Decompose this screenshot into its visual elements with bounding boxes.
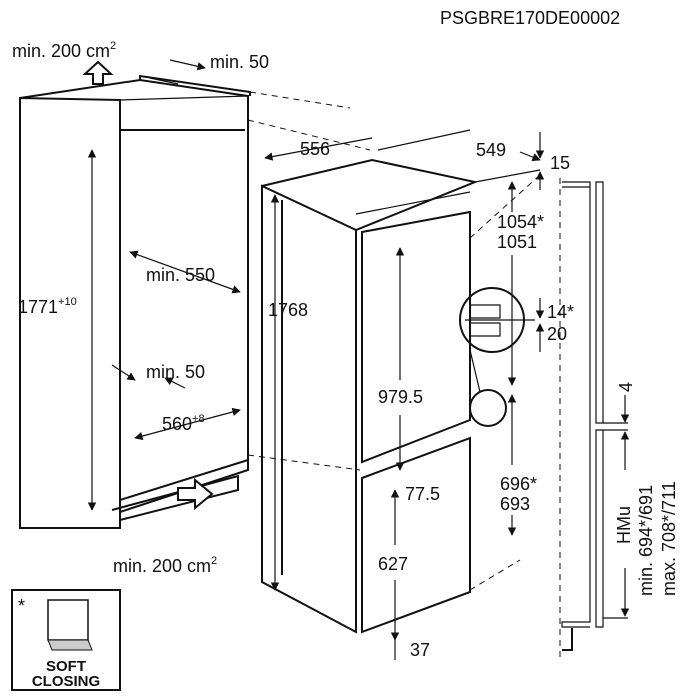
freezer-height-label: 627 bbox=[378, 554, 408, 574]
soft-closing-asterisk: * bbox=[18, 596, 25, 616]
cabinet-depth-label: min. 550 bbox=[146, 265, 215, 285]
upper-door-b-label: 1051 bbox=[497, 232, 537, 252]
soft-closing-badge: * SOFT CLOSING bbox=[11, 589, 121, 691]
lower-door-b-label: 693 bbox=[500, 494, 530, 514]
door-icon bbox=[47, 599, 89, 641]
side-gap-label: min. 50 bbox=[146, 362, 205, 382]
airflow-up-arrow-icon bbox=[82, 60, 114, 85]
cabinet-height-label: 1771+10 bbox=[18, 296, 77, 317]
airflow-in-arrow-icon bbox=[177, 477, 214, 511]
cabinet-niche bbox=[19, 74, 371, 529]
vent-bottom-label: min. 200 cm2 bbox=[113, 555, 217, 576]
middle-label: 77.5 bbox=[405, 484, 440, 504]
hmu-min-label: min. 694*/691 bbox=[636, 485, 656, 596]
cabinet-dimension-lines bbox=[82, 59, 241, 511]
upper-door-a-label: 1054* bbox=[497, 212, 544, 232]
lower-door-a-label: 696* bbox=[500, 474, 537, 494]
appliance-dimension-lines bbox=[264, 129, 545, 660]
door-gap-label: 4 bbox=[616, 382, 636, 392]
cabinet-width-label: 560+8 bbox=[162, 413, 205, 434]
appliance-width-label: 556 bbox=[300, 139, 330, 159]
hinge-b-label: 20 bbox=[547, 324, 567, 344]
soft-closing-line1: SOFT bbox=[46, 658, 86, 675]
soft-close-motion-icon bbox=[47, 639, 93, 651]
furniture-door-profile bbox=[559, 178, 630, 660]
hmu-max-label: max. 708*/711 bbox=[659, 481, 679, 596]
vent-top-label: min. 200 cm2 bbox=[12, 40, 116, 61]
gap-top-label: min. 50 bbox=[210, 52, 269, 72]
hmu-label: HMu bbox=[614, 506, 634, 544]
appliance-height-label: 1768 bbox=[268, 300, 308, 320]
soft-closing-line2: CLOSING bbox=[32, 673, 100, 690]
fridge-height-label: 979.5 bbox=[378, 387, 423, 407]
bottom-label: 37 bbox=[410, 640, 430, 660]
drawing-code: PSGBRE170DE00002 bbox=[440, 8, 620, 28]
top-gap-label: 15 bbox=[550, 153, 570, 173]
appliance-depth-label: 549 bbox=[476, 140, 506, 160]
hinge-a-label: 14* bbox=[547, 302, 574, 322]
appliance bbox=[261, 158, 541, 634]
